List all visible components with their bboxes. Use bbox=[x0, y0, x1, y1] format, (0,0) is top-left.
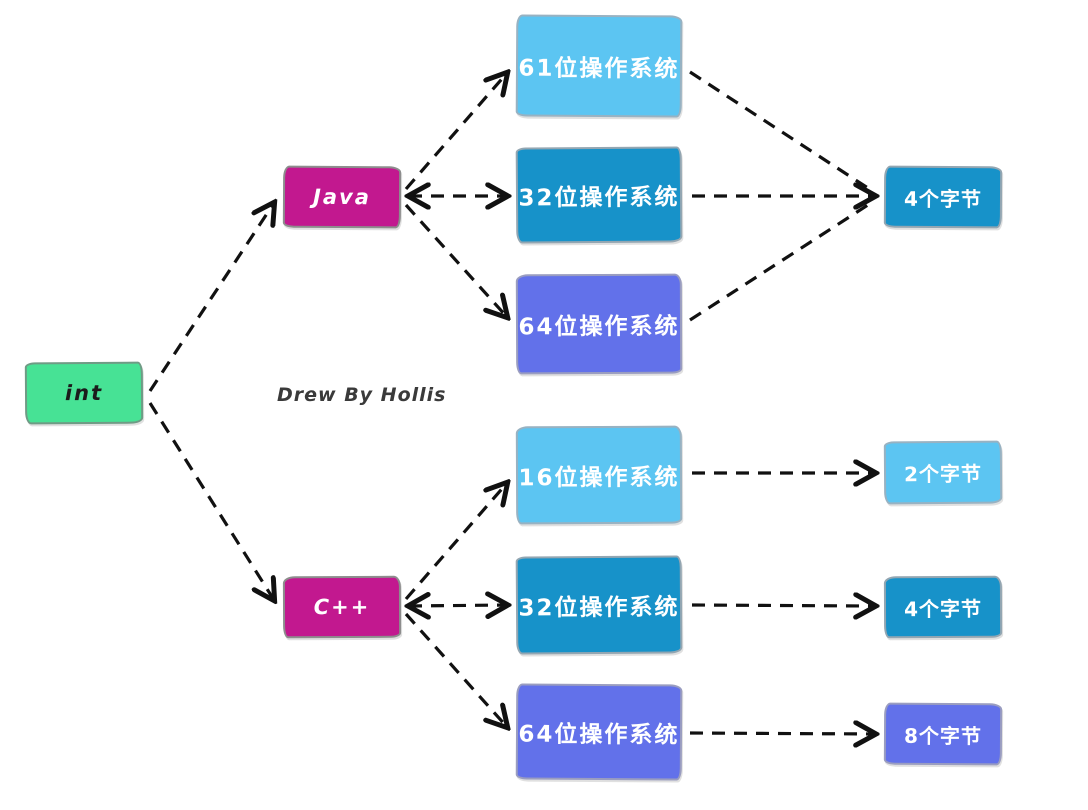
node-java-os-32bit: 32位操作系统 bbox=[515, 146, 683, 244]
node-2-bytes-label: 2个字节 bbox=[903, 461, 983, 487]
node-8-bytes-label: 8个字节 bbox=[903, 723, 983, 748]
node-cpp-os-32bit-label: 32位操作系统 bbox=[518, 594, 680, 622]
arrow-int-cpp bbox=[148, 402, 274, 600]
node-4-bytes-label: 4个字节 bbox=[903, 596, 983, 621]
arrow-cpp-os64 bbox=[404, 612, 507, 727]
node-int-label: int bbox=[64, 380, 104, 406]
arrow-os32b-4bytes bbox=[691, 605, 875, 606]
node-8-bytes: 8个字节 bbox=[883, 702, 1003, 766]
node-java-os-61bit: 61位操作系统 bbox=[515, 14, 683, 118]
arrow-cpp-os16 bbox=[404, 483, 507, 601]
node-java-os-64bit-label: 64位操作系统 bbox=[518, 313, 680, 341]
node-java: Java bbox=[282, 165, 402, 229]
node-java-os-32bit-label: 32位操作系统 bbox=[518, 184, 680, 212]
node-java-4-bytes-label: 4个字节 bbox=[903, 186, 983, 211]
node-cpp-os-32bit: 32位操作系统 bbox=[515, 555, 683, 655]
arrow-os61-4bytes bbox=[689, 70, 875, 194]
arrow-java-os64 bbox=[404, 203, 507, 317]
node-int: int bbox=[24, 361, 144, 425]
node-cpp-os-16bit-label: 16位操作系统 bbox=[518, 464, 680, 492]
node-java-label: Java bbox=[312, 184, 371, 210]
arrow-os64b-8bytes bbox=[689, 733, 875, 734]
node-cpp-os-64bit-label: 64位操作系统 bbox=[518, 721, 680, 749]
node-2-bytes: 2个字节 bbox=[883, 440, 1003, 505]
arrow-java-os61 bbox=[404, 73, 507, 191]
arrow-os64-4bytes bbox=[689, 199, 875, 322]
arrow-int-java bbox=[148, 203, 274, 392]
node-4-bytes: 4个字节 bbox=[883, 575, 1003, 639]
arrow-cpp-os32 bbox=[409, 605, 507, 606]
node-cpp-os-16bit: 16位操作系统 bbox=[515, 425, 683, 525]
author-annotation: Drew By Hollis bbox=[277, 384, 447, 406]
node-cpp-label: C++ bbox=[313, 594, 371, 620]
node-cpp-os-64bit: 64位操作系统 bbox=[515, 683, 683, 781]
node-java-os-64bit: 64位操作系统 bbox=[515, 273, 683, 375]
node-java-os-61bit-label: 61位操作系统 bbox=[518, 55, 680, 83]
node-cpp: C++ bbox=[282, 575, 402, 639]
node-java-4-bytes: 4个字节 bbox=[883, 165, 1003, 229]
